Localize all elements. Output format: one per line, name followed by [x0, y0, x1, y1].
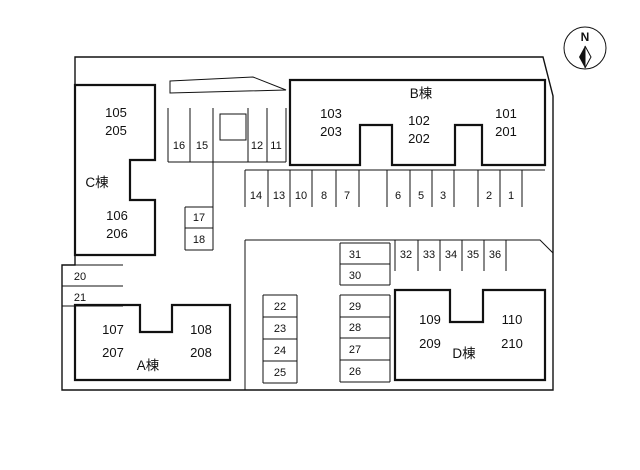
building-b-label: B棟	[410, 86, 433, 101]
building-c-outline	[73, 83, 157, 257]
parking-3-label: 3	[440, 190, 446, 202]
building-a-outline	[73, 303, 232, 382]
lower-section-boundary	[244, 239, 554, 390]
parking-16-label: 16	[173, 140, 185, 152]
room-210-label: 210	[501, 336, 523, 351]
parking-29-label: 29	[349, 301, 361, 313]
parking-2-label: 2	[486, 190, 492, 202]
parking-26-label: 26	[349, 366, 361, 378]
parking-18-label: 18	[193, 234, 205, 246]
room-202-label: 202	[408, 131, 430, 146]
parking-11-label: 11	[270, 140, 281, 152]
parking-22-label: 22	[274, 301, 286, 313]
room-110-label: 110	[502, 312, 523, 327]
parking-center-column-lines	[262, 294, 298, 384]
parking-33-label: 33	[423, 249, 435, 261]
room-106-label: 106	[106, 208, 128, 223]
room-209-label: 209	[419, 336, 441, 351]
parking-35-label: 35	[467, 249, 479, 261]
building-c-label: C棟	[85, 175, 109, 190]
compass-icon: N	[563, 26, 607, 70]
parking-23-label: 23	[274, 323, 286, 335]
room-203-label: 203	[320, 124, 342, 139]
parking-31-label: 31	[349, 249, 361, 261]
parking-34-label: 34	[445, 249, 457, 261]
parking-7-label: 7	[344, 190, 350, 202]
compass-circle	[563, 26, 607, 70]
room-103-label: 103	[320, 106, 342, 121]
parking-14-label: 14	[250, 190, 262, 202]
parking-top-row-lines	[167, 108, 287, 163]
room-206-label: 206	[106, 226, 128, 241]
parking-21-label: 21	[74, 292, 86, 304]
room-205-label: 205	[105, 123, 127, 138]
parking-13-label: 13	[273, 190, 285, 202]
parking-12-label: 12	[251, 140, 263, 152]
parking-right-pair-lines	[339, 242, 391, 286]
parking-8-label: 8	[321, 190, 327, 202]
parking-17-label: 17	[193, 212, 205, 224]
parking-row-under-b-lines	[244, 169, 545, 207]
room-201-label: 201	[495, 124, 517, 139]
parking-right-top-row-lines	[394, 240, 507, 271]
canopy-outline	[169, 76, 287, 94]
parking-15-label: 15	[196, 140, 208, 152]
utility-box	[219, 113, 247, 141]
parking-5-label: 5	[418, 190, 424, 202]
parking-left-column-lines	[62, 264, 123, 307]
compass-north-label: N	[581, 30, 590, 44]
building-d-outline	[393, 288, 547, 382]
parking-36-label: 36	[489, 249, 501, 261]
parking-right-column-lines	[339, 294, 391, 383]
parking-10-label: 10	[295, 190, 307, 202]
parking-mid-column-lines	[184, 162, 214, 251]
building-a-label: A棟	[137, 358, 160, 373]
room-207-label: 207	[102, 345, 124, 360]
parking-20-label: 20	[74, 271, 86, 283]
room-108-label: 108	[190, 322, 212, 337]
room-208-label: 208	[190, 345, 212, 360]
compass-needle-left	[579, 46, 585, 68]
parking-28-label: 28	[349, 322, 361, 334]
room-102-label: 102	[408, 113, 430, 128]
building-d-label: D棟	[452, 346, 476, 361]
site-boundary	[61, 56, 554, 391]
parking-25-label: 25	[274, 367, 286, 379]
room-109-label: 109	[419, 312, 441, 327]
room-101-label: 101	[495, 106, 517, 121]
room-105-label: 105	[105, 105, 127, 120]
parking-32-label: 32	[400, 249, 412, 261]
parking-24-label: 24	[274, 345, 286, 357]
parking-30-label: 30	[349, 270, 361, 282]
building-b-outline	[288, 78, 547, 167]
parking-27-label: 27	[349, 344, 361, 356]
parking-1-label: 1	[508, 190, 514, 202]
room-107-label: 107	[102, 322, 124, 337]
parking-6-label: 6	[395, 190, 401, 202]
compass-needle-right	[584, 45, 592, 69]
